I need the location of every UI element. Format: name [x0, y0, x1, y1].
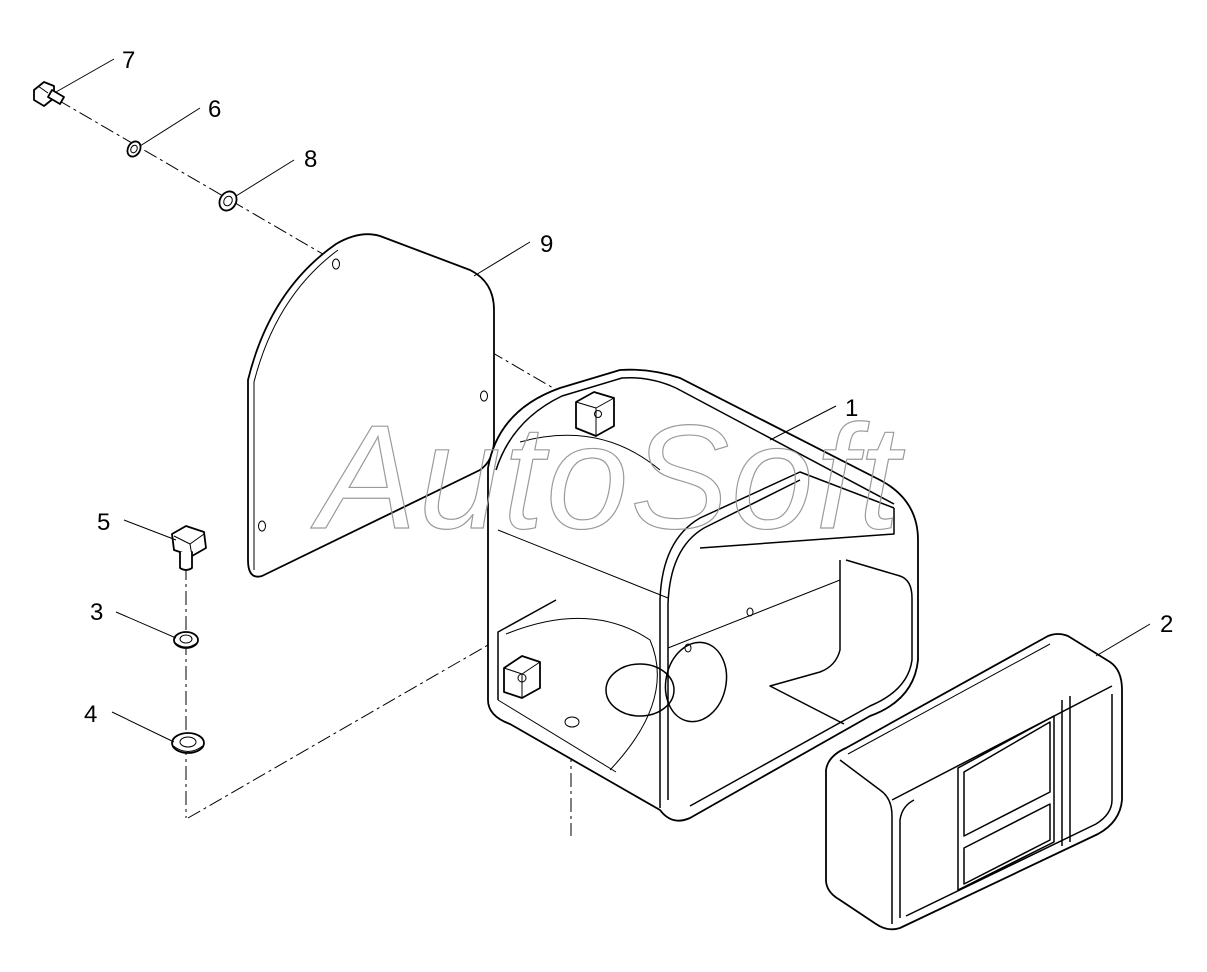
watermark-text: AutoSoft: [310, 395, 906, 560]
part-6-washer[interactable]: [125, 139, 143, 159]
part-2-lamp[interactable]: [825, 633, 1123, 931]
callout-8: 8: [304, 146, 317, 173]
callout-5: 5: [97, 509, 110, 536]
part-3-washer[interactable]: [173, 631, 199, 649]
part-7-bolt[interactable]: [33, 81, 65, 107]
part-1-housing[interactable]: [487, 368, 919, 822]
callout-2: 2: [1160, 611, 1173, 638]
callout-4: 4: [84, 701, 97, 728]
callout-leaders: [55, 58, 1151, 743]
callout-3: 3: [90, 599, 103, 626]
part-9-cover-plate[interactable]: [247, 233, 495, 578]
callout-7: 7: [122, 47, 135, 74]
part-8-washer[interactable]: [216, 188, 240, 213]
callout-9: 9: [540, 231, 553, 258]
callout-labels: 7 6 8 9 1 5 3 4 2: [84, 47, 1173, 728]
callout-1: 1: [845, 395, 858, 422]
part-4-washer[interactable]: [171, 732, 205, 754]
part-5-bolt[interactable]: [171, 525, 207, 571]
callout-6: 6: [208, 96, 221, 123]
